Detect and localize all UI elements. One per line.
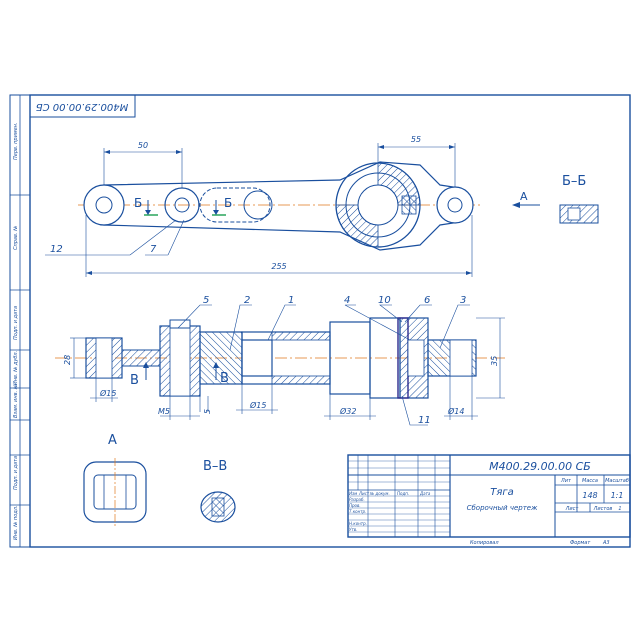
view-a-title: А [108, 433, 117, 448]
hdr-izm: Изм [349, 491, 357, 496]
side-label-2: Справ. № [13, 226, 19, 250]
scale-value: 1:1 [611, 491, 624, 500]
pos-11: 11 [418, 415, 431, 426]
format-value: A3 [602, 540, 610, 546]
side-label-4: Инв. № дубл. [13, 351, 19, 385]
dim-35: 35 [490, 356, 499, 366]
row-tkontr: Т.контр. [349, 509, 366, 514]
section-vv: В–В [200, 459, 236, 523]
section-bb: Б–Б [559, 174, 599, 224]
section-vv-title: В–В [203, 459, 227, 474]
dim-50: 50 [138, 141, 148, 150]
side-label-1: Перв. примен. [13, 122, 19, 160]
leader-12: 12 [50, 244, 63, 255]
pos-1: 1 [288, 295, 294, 306]
pos-3: 3 [460, 295, 466, 306]
row-razrab: Разраб. [349, 497, 365, 502]
side-label-7: Инв. № подл. [13, 506, 19, 541]
dim-255: 255 [271, 262, 286, 271]
section-bb-title: Б–Б [562, 174, 586, 189]
row-prov: Пров. [349, 503, 361, 508]
title-drawing-code: М400.29.00.00 СБ [489, 460, 591, 473]
cut-v-left: В [130, 373, 139, 388]
section-b-left: Б [134, 196, 142, 210]
top-view: Б Б 50 55 255 12 7 А [45, 135, 540, 277]
section-b-right: Б [224, 196, 232, 210]
row-utv: Утв. [349, 527, 357, 532]
sheet-label: Лист [565, 506, 580, 512]
outer-frame [9, 94, 631, 548]
col-mass: Масса [582, 478, 598, 484]
pos-2: 2 [244, 295, 250, 306]
cut-v-right: В [220, 371, 229, 386]
dim-d15-a: Ø15 [99, 388, 116, 398]
dim-d32: Ø32 [339, 406, 356, 416]
hdr-date: Дата [419, 491, 431, 496]
pos-10: 10 [378, 295, 391, 306]
title-doc-type: Сборочный чертеж [467, 504, 538, 512]
col-scale: Масштаб [605, 478, 629, 484]
hdr-list: Лист [358, 491, 370, 496]
front-view: В В 5 2 1 4 10 6 3 11 28 [55, 295, 505, 426]
dim-m5: М5 [158, 407, 170, 416]
mass-value: 148 [582, 491, 597, 500]
dim-d14: Ø14 [447, 406, 464, 416]
title-part-name: Тяга [490, 487, 514, 498]
view-arrow-a: А [520, 190, 528, 203]
drawing-code-rotated: М400.29.00.00 СБ [36, 101, 129, 112]
hdr-doc: № докум. [369, 491, 390, 496]
dim-d15-b: Ø15 [249, 400, 266, 410]
pos-5: 5 [203, 295, 209, 306]
side-label-6: Подп. и дата [13, 456, 19, 490]
dim-28: 28 [63, 355, 72, 365]
side-label-3: Подп. и дата [13, 306, 19, 340]
copied-label: Копировал [470, 540, 499, 546]
pos-4: 4 [344, 295, 350, 306]
inner-frame [29, 94, 631, 548]
pos-6: 6 [424, 295, 430, 306]
code-box-rotated [29, 94, 136, 118]
format-label: Формат [570, 540, 591, 546]
hdr-sign: Подп. [397, 491, 409, 496]
title-block [347, 454, 631, 538]
side-strip [10, 95, 30, 547]
sheets-label: Листов [593, 506, 613, 512]
col-lit: Лит [560, 478, 572, 484]
dim-5: 5 [203, 409, 212, 414]
side-label-5: Взам. инв. № [13, 384, 19, 418]
leader-7: 7 [150, 244, 157, 255]
sheets-value: 1 [618, 506, 621, 512]
row-nkontr: Н.контр. [349, 521, 367, 526]
dim-55: 55 [411, 135, 421, 144]
view-a: А [83, 433, 147, 526]
